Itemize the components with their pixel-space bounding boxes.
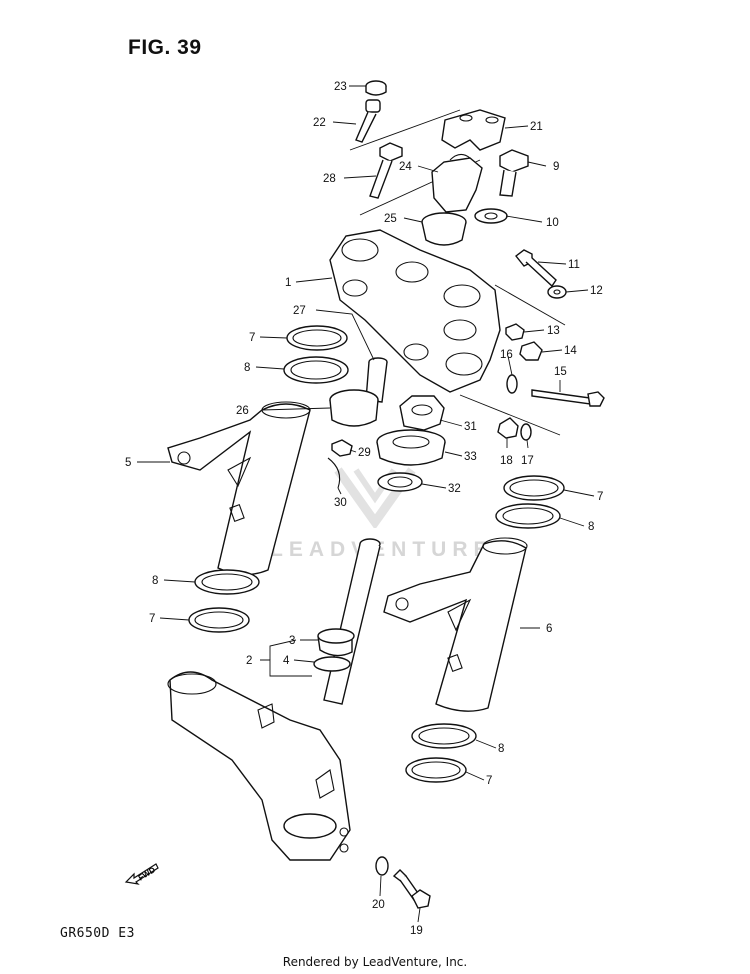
part-7-ring-lower-right xyxy=(405,757,467,783)
callout-18: 18 xyxy=(500,455,513,467)
callout-8-right: 8 xyxy=(588,521,594,533)
callout-2: 2 xyxy=(246,655,252,667)
part-22-bolt xyxy=(355,99,381,143)
part-lower-bracket xyxy=(167,671,351,861)
callout-3: 3 xyxy=(289,635,295,647)
rendered-by-footer: Rendered by LeadVenture, Inc. xyxy=(282,955,468,969)
callout-28: 28 xyxy=(323,173,336,185)
part-21-clamp xyxy=(441,109,506,151)
callout-labels: 23 22 21 24 9 28 25 10 11 1 12 27 13 7 1… xyxy=(125,81,603,937)
callout-12: 12 xyxy=(590,285,603,297)
part-33-dust-seal xyxy=(376,429,446,466)
callout-8-lower-left: 8 xyxy=(152,575,158,587)
callout-24: 24 xyxy=(399,161,412,173)
part-16-washer xyxy=(506,374,518,394)
part-1-upper-bracket xyxy=(329,229,501,393)
callout-11: 11 xyxy=(568,259,580,271)
part-9-bolt xyxy=(499,149,529,197)
callout-6: 6 xyxy=(546,623,552,635)
part-24-holder xyxy=(431,153,483,213)
callout-21: 21 xyxy=(530,121,543,133)
callout-32: 32 xyxy=(448,483,461,495)
callout-23: 23 xyxy=(334,81,347,93)
callout-33: 33 xyxy=(464,451,477,463)
part-11-bolt xyxy=(515,249,557,288)
callout-7-lower-right: 7 xyxy=(486,775,492,787)
part-18-nut xyxy=(497,417,519,439)
part-27-stem-tube xyxy=(365,357,388,403)
part-30-pin xyxy=(327,457,341,489)
part-17-washer xyxy=(520,423,532,441)
callout-1: 1 xyxy=(285,277,291,289)
part-8-ring-lower-right xyxy=(411,723,477,749)
callout-20: 20 xyxy=(372,899,385,911)
part-12-washer xyxy=(547,285,567,299)
callout-30: 30 xyxy=(334,497,347,509)
part-13-nut xyxy=(505,323,525,341)
callout-22: 22 xyxy=(313,117,326,129)
callout-8-upper-left: 8 xyxy=(244,362,250,374)
callout-5: 5 xyxy=(125,457,131,469)
callout-29: 29 xyxy=(358,447,371,459)
callout-10: 10 xyxy=(546,217,559,229)
part-7-ring-lower-left xyxy=(188,607,250,633)
model-code: GR650D E3 xyxy=(60,926,135,941)
figure-title: FIG. 39 xyxy=(128,36,202,59)
callout-leaders xyxy=(137,85,595,923)
callout-19: 19 xyxy=(410,925,423,937)
callout-16: 16 xyxy=(500,349,513,361)
part-32-bearing-race xyxy=(377,472,423,492)
part-14-nut xyxy=(519,341,543,361)
callout-9: 9 xyxy=(553,161,559,173)
part-23-cap xyxy=(365,80,387,96)
callout-7-upper-left: 7 xyxy=(249,332,255,344)
forward-arrow-icon: FWD xyxy=(124,863,159,885)
callout-7-lower-left: 7 xyxy=(149,613,155,625)
part-5-left-fork-cover xyxy=(167,401,311,576)
part-19-bolt xyxy=(392,869,431,909)
assembly-guide-lines xyxy=(349,109,566,436)
part-8-ring-right xyxy=(495,503,561,529)
part-10-washer xyxy=(474,208,508,224)
callout-27: 27 xyxy=(293,305,306,317)
part-15-bolt xyxy=(531,389,605,407)
part-31-nut xyxy=(399,395,445,431)
part-6-right-fork-cover xyxy=(383,537,528,712)
part-steering-stem xyxy=(313,538,381,705)
part-7-ring-right xyxy=(503,475,565,501)
callout-31: 31 xyxy=(464,421,477,433)
callout-13: 13 xyxy=(547,325,560,337)
callout-25: 25 xyxy=(384,213,397,225)
callout-26: 26 xyxy=(236,405,249,417)
part-8-ring-upper-left xyxy=(283,356,349,384)
callout-8-lower-right: 8 xyxy=(498,743,504,755)
part-28-bolt xyxy=(369,142,403,199)
part-25-rubber xyxy=(421,212,467,246)
callout-17: 17 xyxy=(521,455,534,467)
part-7-ring-upper-left xyxy=(286,325,348,351)
callout-7-right: 7 xyxy=(597,491,603,503)
part-20-washer xyxy=(375,856,389,876)
callout-15: 15 xyxy=(554,366,567,378)
callout-4: 4 xyxy=(283,655,290,667)
callout-14: 14 xyxy=(564,345,577,357)
part-29-nut xyxy=(331,439,353,457)
part-26-stem-nut xyxy=(329,389,379,427)
part-8-ring-lower-left xyxy=(194,569,260,595)
